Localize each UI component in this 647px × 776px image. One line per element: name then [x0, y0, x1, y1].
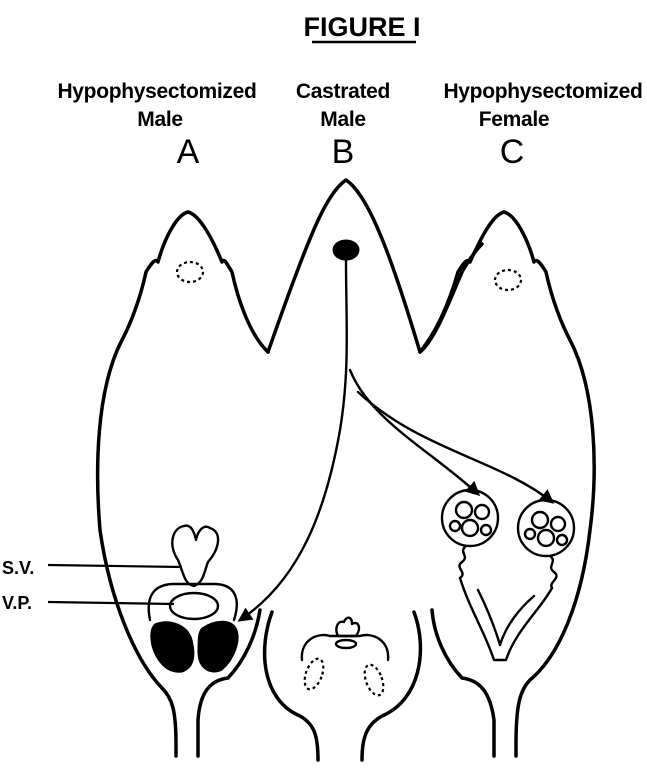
- rat-c-follicle-8: [538, 530, 554, 546]
- rat-a-pituitary-removed: [177, 262, 203, 282]
- rat-a-gland-right: [198, 621, 238, 672]
- rat-c-follicle-3: [462, 520, 478, 536]
- rat-c-follicle-5: [450, 521, 460, 531]
- panel-c-line1: Hypophysectomized: [443, 80, 642, 103]
- rat-c-pituitary-removed: [495, 270, 521, 290]
- rat-c-follicle-10: [557, 535, 567, 545]
- label-sv: S.V.: [2, 558, 34, 578]
- rat-c-follicle-1: [456, 502, 472, 518]
- panel-c-line2: Female: [479, 108, 550, 131]
- rat-a-ventral-prostate: [170, 593, 218, 619]
- rat-c-follicle-4: [481, 525, 491, 535]
- rat-c-oviduct-left: [459, 546, 466, 578]
- rat-c-outline: [420, 212, 594, 756]
- rat-c-oviduct-right: [550, 556, 557, 588]
- rat-c-uterus: [460, 578, 552, 660]
- rat-b-ventral-prostate: [336, 640, 356, 648]
- rat-c-uterus-inner: [478, 590, 534, 645]
- arrow-to-c-right-ovary: [358, 392, 552, 502]
- rat-c-ovary-right: [518, 500, 574, 556]
- rat-a-vp-outline: [149, 584, 237, 620]
- rat-c-ovary-left: [442, 490, 498, 546]
- rat-b-gland-right: [361, 662, 387, 698]
- rat-b-seminal-vesicle: [336, 618, 359, 636]
- rat-b-gland-left: [301, 656, 327, 692]
- rat-c-follicle-2: [475, 505, 489, 519]
- rat-c-follicle-7: [551, 517, 565, 531]
- rat-a-gland-left: [151, 622, 194, 672]
- leader-sv: [48, 565, 182, 567]
- figure-title: FIGURE I: [303, 12, 420, 42]
- panel-b-letter: B: [332, 133, 355, 171]
- arrow-to-a-glands: [240, 260, 347, 620]
- panel-a-line2: Male: [137, 108, 183, 131]
- label-vp: V.P.: [2, 593, 32, 613]
- panel-c-letter: C: [500, 133, 525, 171]
- panel-a-line1: Hypophysectomized: [57, 80, 256, 103]
- rat-a-seminal-vesicle: [172, 526, 218, 586]
- panel-b-line1: Castrated: [296, 80, 390, 103]
- panel-b-line2: Male: [320, 108, 366, 131]
- rat-b-pituitary-graft: [333, 240, 359, 260]
- panel-a-letter: A: [177, 133, 200, 171]
- leader-vp: [48, 602, 174, 604]
- rat-c-follicle-6: [532, 512, 548, 528]
- rat-a-outline: [98, 212, 268, 756]
- rat-c-follicle-9: [525, 529, 535, 539]
